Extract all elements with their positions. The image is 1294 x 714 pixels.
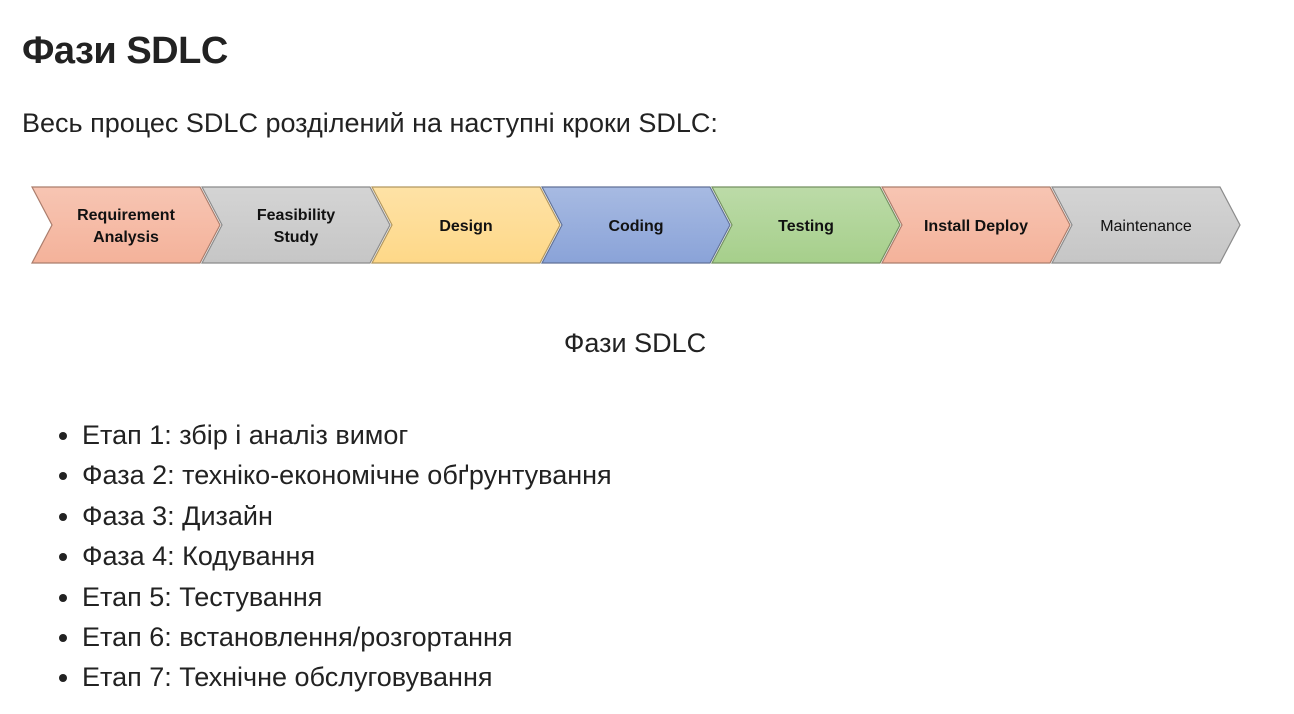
list-item: Етап 7: Технічне обслуговування [82,658,612,698]
chevron-stage-icon [541,186,731,264]
phase-list: Етап 1: збір і аналіз вимогФаза 2: техні… [52,416,612,699]
diagram-caption: Фази SDLC [563,328,707,358]
stage-4: Coding [541,186,731,264]
list-item: Фаза 4: Кодування [82,537,612,577]
stage-label: Study [274,229,319,246]
chevron-stage-icon [201,186,391,264]
list-item: Фаза 2: техніко-економічне обґрунтування [82,456,612,496]
stage-7: Maintenance [1051,186,1241,264]
stage-label: Install Deploy [924,218,1028,235]
list-item: Фаза 3: Дизайн [82,497,612,537]
stage-label: Feasibility [257,207,335,224]
stage-label: Maintenance [1100,218,1192,235]
stage-6: Install Deploy [881,186,1071,264]
intro-text: Весь процес SDLC розділений на наступні … [22,108,718,138]
stage-5: Testing [711,186,901,264]
stage-label: Requirement [77,207,175,224]
stage-3: Design [371,186,561,264]
stage-label: Coding [608,218,663,235]
stage-label: Testing [778,218,834,235]
list-item: Етап 6: встановлення/розгортання [82,618,612,658]
list-item: Етап 1: збір і аналіз вимог [82,416,612,456]
sdlc-diagram-svg: RequirementAnalysisFeasibilityStudyDesig… [31,186,1241,264]
chevron-stage-icon [1051,186,1241,264]
chevron-stage-icon [881,186,1071,264]
stage-label: Analysis [93,229,159,246]
page-title: Фази SDLC [22,30,228,72]
chevron-stage-icon [31,186,221,264]
chevron-stage-icon [711,186,901,264]
chevron-stage-icon [371,186,561,264]
list-item: Етап 5: Тестування [82,578,612,618]
stage-label: Design [439,218,492,235]
